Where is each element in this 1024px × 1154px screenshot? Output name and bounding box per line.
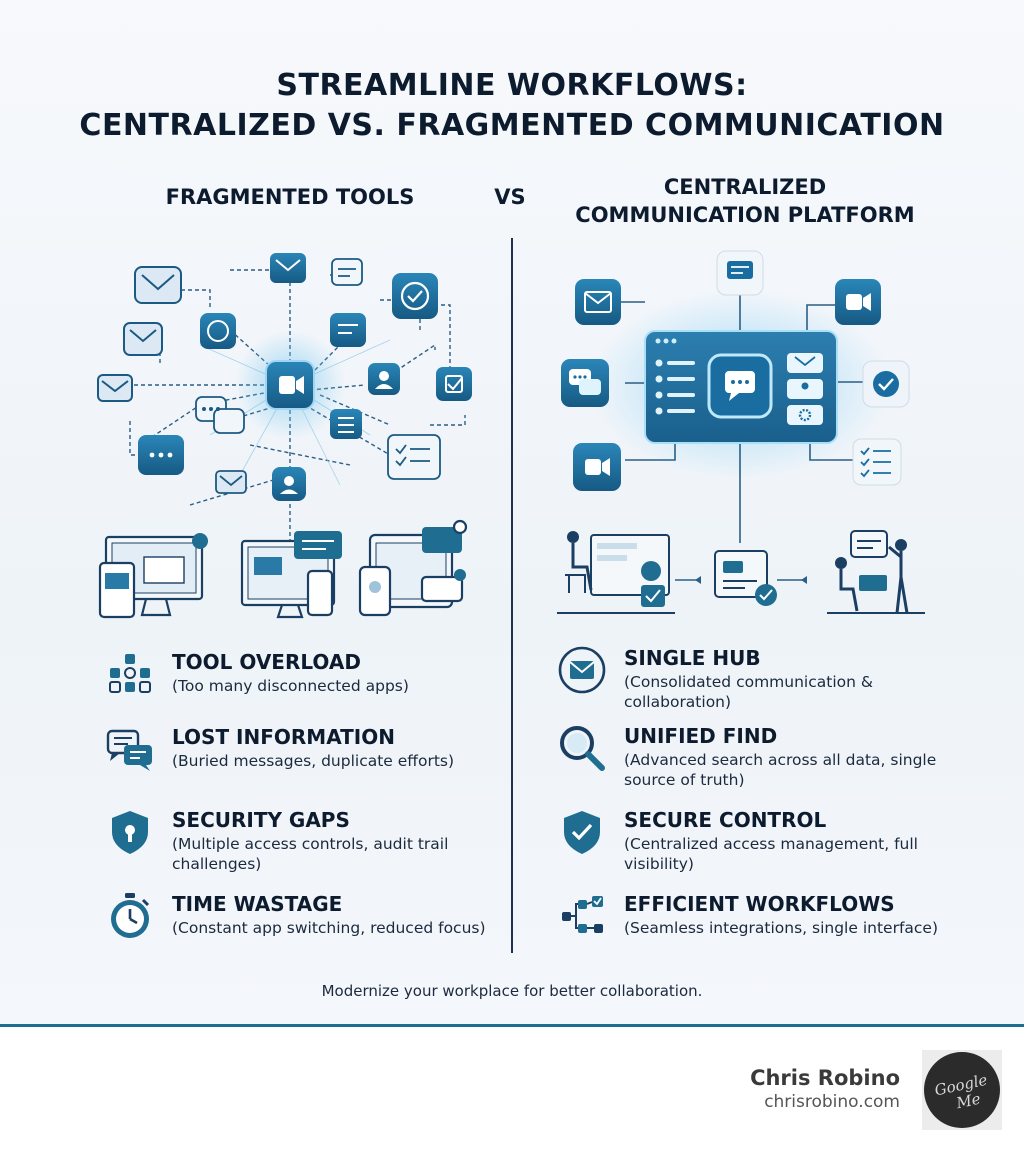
collaboration-illustration — [827, 530, 925, 614]
page-title: STREAMLINE WORKFLOWS: CENTRALIZED VS. FR… — [0, 66, 1024, 146]
mail-icon — [575, 279, 621, 325]
badge-circle — [924, 1052, 1000, 1128]
shield-lock-icon — [112, 811, 148, 854]
centralized-hub-diagram — [557, 250, 925, 614]
feature-desc: (Constant app switching, reduced focus) — [172, 919, 486, 937]
badge-text-line-2: Me — [954, 1090, 983, 1113]
check-circle-icon — [862, 360, 910, 408]
search-icon — [560, 726, 605, 771]
chat-bubbles-icon — [561, 359, 609, 407]
app-grid-icon — [109, 654, 151, 693]
chat-icon — [716, 250, 764, 296]
stopwatch-icon — [111, 893, 150, 938]
feature-desc: (Multiple access controls, audit trail c… — [172, 835, 449, 873]
central-platform-panel — [644, 330, 838, 444]
mail-icon — [270, 253, 306, 283]
author-name: Chris Robino — [750, 1066, 900, 1090]
list-icon — [330, 409, 362, 439]
centralized-heading: CENTRALIZED COMMUNICATION PLATFORM — [545, 173, 945, 229]
fragmented-heading: FRAGMENTED TOOLS — [165, 185, 415, 209]
chat-icon — [331, 258, 363, 286]
chat-bubbles-icon — [195, 396, 245, 434]
feature-desc: (Too many disconnected apps) — [172, 677, 409, 695]
feature-desc: (Seamless integrations, single interface… — [624, 919, 939, 937]
title-line-2: CENTRALIZED VS. FRAGMENTED COMMUNICATION — [79, 108, 945, 143]
feature-desc: (Consolidated communication & collaborat… — [624, 673, 873, 711]
vertical-divider — [511, 238, 513, 953]
centralized-heading-line-1: CENTRALIZED — [663, 175, 827, 199]
feature-title: SECURE CONTROL — [624, 808, 827, 832]
contact-icon — [368, 363, 400, 395]
infographic: STREAMLINE WORKFLOWS: CENTRALIZED VS. FR… — [0, 0, 1024, 1024]
video-call-icon — [573, 443, 621, 491]
mail-icon — [215, 470, 247, 494]
feature-title: EFFICIENT WORKFLOWS — [624, 892, 895, 916]
accent-rule — [0, 1024, 1024, 1027]
mail-hub-icon — [558, 646, 606, 694]
feature-title: UNIFIED FIND — [624, 724, 778, 748]
document-check-illustration — [714, 550, 777, 606]
feature-title: SINGLE HUB — [624, 646, 761, 670]
feature-title: TIME WASTAGE — [172, 892, 343, 916]
title-line-1: STREAMLINE WORKFLOWS: — [276, 68, 748, 103]
shield-check-icon — [564, 811, 600, 854]
chat-bubbles-icon — [106, 729, 152, 771]
checkbox-icon — [436, 367, 472, 401]
vs-label: VS — [494, 185, 526, 209]
person-laptop-illustration — [557, 531, 675, 614]
mail-icon — [123, 322, 163, 356]
video-call-icon — [835, 279, 881, 325]
fragmented-network-diagram — [97, 253, 472, 619]
feature-title: LOST INFORMATION — [172, 725, 395, 749]
check-circle-icon — [392, 273, 438, 319]
multi-device-icon — [358, 519, 468, 617]
mail-icon — [97, 374, 133, 402]
centralized-heading-line-2: COMMUNICATION PLATFORM — [575, 203, 915, 227]
feature-desc: (Buried messages, duplicate efforts) — [172, 752, 455, 770]
badge-logo-icon: Google Me — [933, 1071, 989, 1113]
chat-icon — [330, 313, 366, 347]
chat-icon — [138, 435, 184, 475]
feature-title: TOOL OVERLOAD — [172, 650, 361, 674]
desktop-tablet-devices — [98, 533, 208, 619]
feature-desc: (Advanced search across all data, single… — [624, 751, 937, 789]
task-list-icon — [852, 438, 902, 486]
video-call-icon — [265, 360, 315, 410]
task-list-icon — [387, 434, 441, 480]
feature-desc: (Centralized access management, full vis… — [624, 835, 918, 873]
mail-icon — [134, 266, 182, 304]
author-site-link[interactable]: chrisrobino.com — [764, 1092, 900, 1112]
desktop-chat-device — [240, 531, 342, 619]
feature-title: SECURITY GAPS — [172, 808, 350, 832]
messenger-icon — [200, 313, 236, 349]
user-badge-icon — [272, 467, 306, 501]
google-me-badge[interactable]: Google Me — [922, 1050, 1002, 1130]
footer-tagline: Modernize your workplace for better coll… — [321, 982, 703, 1000]
workflow-icon — [562, 896, 603, 933]
